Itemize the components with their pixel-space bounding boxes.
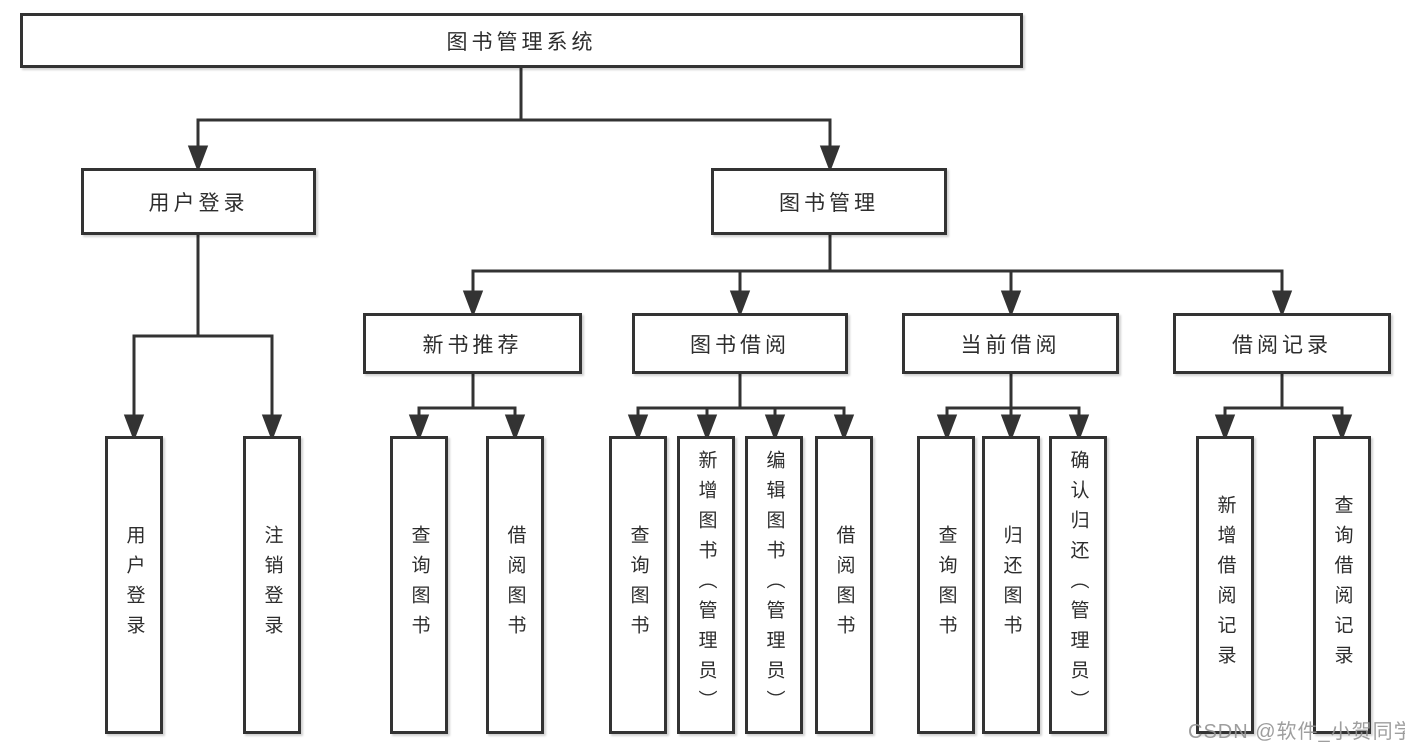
- leaf-currentborrow-confirm-label: 确认归还（管理员）: [1067, 450, 1089, 720]
- leaf-records-add-label: 新增借阅记录: [1214, 495, 1236, 675]
- leaf-bookborrow-query-label: 查询图书: [627, 525, 649, 645]
- leaf-records-query: 查询借阅记录: [1313, 436, 1371, 734]
- arrowhead: [764, 414, 786, 442]
- leaf-user-login: 用户登录: [105, 436, 163, 734]
- leaf-newbooks-query-label: 查询图书: [408, 525, 430, 645]
- node-user-login: 用户登录: [81, 168, 316, 235]
- arrowhead: [1068, 414, 1090, 442]
- leaf-newbooks-borrow-label: 借阅图书: [504, 525, 526, 645]
- leaf-newbooks-query: 查询图书: [390, 436, 448, 734]
- arrowhead: [729, 290, 751, 318]
- leaf-currentborrow-return-label: 归还图书: [1000, 525, 1022, 645]
- arrowhead: [504, 414, 526, 442]
- node-borrow-records-label: 借阅记录: [1232, 333, 1332, 357]
- arrowhead: [187, 145, 209, 173]
- node-book-management: 图书管理: [711, 168, 947, 235]
- csdn-watermark: CSDN @软件_小贺同学: [1188, 721, 1405, 743]
- node-current-borrow: 当前借阅: [902, 313, 1119, 374]
- arrowhead: [819, 145, 841, 173]
- arrowhead: [123, 414, 145, 442]
- leaf-bookborrow-edit: 编辑图书（管理员）: [745, 436, 803, 734]
- leaf-bookborrow-add: 新增图书（管理员）: [677, 436, 735, 734]
- arrowhead: [261, 414, 283, 442]
- leaf-currentborrow-return: 归还图书: [982, 436, 1040, 734]
- arrowhead: [1331, 414, 1353, 442]
- arrowhead: [696, 414, 718, 442]
- leaf-newbooks-borrow: 借阅图书: [486, 436, 544, 734]
- leaf-bookborrow-query: 查询图书: [609, 436, 667, 734]
- arrowhead: [1214, 414, 1236, 442]
- node-book-management-label: 图书管理: [779, 191, 879, 215]
- node-root-label: 图书管理系统: [446, 30, 597, 54]
- node-book-borrow-label: 图书借阅: [690, 333, 790, 357]
- node-current-borrow-label: 当前借阅: [960, 333, 1061, 357]
- node-new-book-recommend: 新书推荐: [363, 313, 582, 374]
- arrowhead: [1000, 414, 1022, 442]
- arrowhead: [833, 414, 855, 442]
- leaf-bookborrow-edit-label: 编辑图书（管理员）: [763, 450, 785, 720]
- arrowhead: [936, 414, 958, 442]
- node-book-borrow: 图书借阅: [632, 313, 848, 374]
- arrowhead: [462, 290, 484, 318]
- leaf-records-query-label: 查询借阅记录: [1331, 495, 1353, 675]
- leaf-currentborrow-query: 查询图书: [917, 436, 975, 734]
- leaf-bookborrow-borrow-label: 借阅图书: [833, 525, 855, 645]
- arrowhead: [408, 414, 430, 442]
- leaf-logout-label: 注销登录: [261, 525, 283, 645]
- leaf-logout: 注销登录: [243, 436, 301, 734]
- arrowhead: [1271, 290, 1293, 318]
- arrowhead: [627, 414, 649, 442]
- leaf-currentborrow-query-label: 查询图书: [935, 525, 957, 645]
- node-borrow-records: 借阅记录: [1173, 313, 1391, 374]
- node-new-book-recommend-label: 新书推荐: [422, 333, 523, 357]
- node-root: 图书管理系统: [20, 13, 1023, 68]
- leaf-bookborrow-add-label: 新增图书（管理员）: [695, 450, 717, 720]
- arrowhead: [1000, 290, 1022, 318]
- leaf-bookborrow-borrow: 借阅图书: [815, 436, 873, 734]
- node-user-login-label: 用户登录: [148, 191, 249, 215]
- leaf-user-login-label: 用户登录: [123, 525, 145, 645]
- leaf-currentborrow-confirm: 确认归还（管理员）: [1049, 436, 1107, 734]
- leaf-records-add: 新增借阅记录: [1196, 436, 1254, 734]
